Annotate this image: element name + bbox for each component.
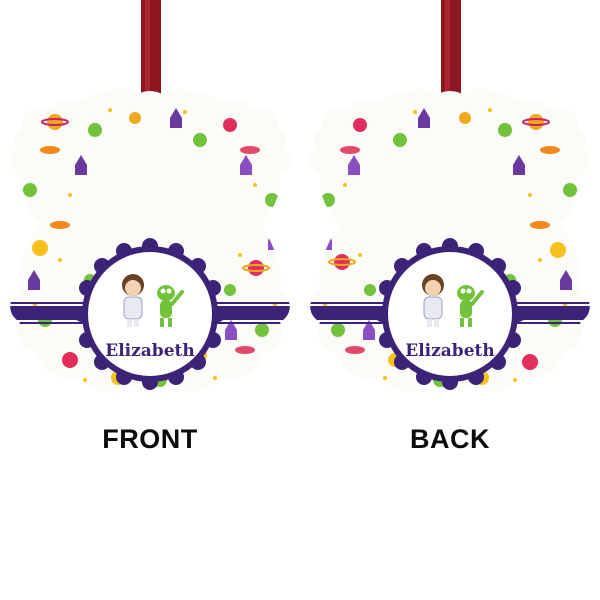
ufo-icon [345, 346, 365, 354]
ufo-icon [50, 221, 70, 229]
rocket-icon [170, 108, 182, 128]
alien-icon [498, 123, 512, 137]
planet-icon [522, 354, 538, 370]
rocket-icon [560, 270, 572, 290]
ufo-icon [530, 221, 550, 229]
front-label: FRONT [102, 424, 198, 454]
rocket-icon [75, 155, 87, 175]
personalized-name: Elizabeth [105, 341, 194, 361]
planet-icon [248, 260, 264, 276]
planet-icon [47, 114, 63, 130]
alien-icon [563, 183, 577, 197]
ufo-icon [40, 146, 60, 154]
planet-ring [328, 258, 356, 266]
ufo-icon [340, 146, 360, 154]
planet-ring [522, 118, 550, 126]
ufo-icon [235, 346, 255, 354]
alien-icon [88, 123, 102, 137]
name-medallion: Elizabeth [74, 238, 226, 390]
back-label: BACK [410, 424, 490, 454]
alien-icon [393, 133, 407, 147]
alien-friend-icon [457, 285, 484, 327]
alien-icon [255, 323, 269, 337]
name-medallion: Elizabeth [374, 238, 526, 390]
rocket-icon [225, 320, 237, 340]
planet-icon [129, 112, 141, 124]
rocket-icon [28, 270, 40, 290]
ribbon-highlight [445, 0, 450, 110]
planet-icon [334, 254, 350, 270]
rocket-icon [240, 155, 252, 175]
front-ornament: Elizabeth [8, 0, 292, 392]
planet-icon [550, 242, 566, 258]
astronaut-girl-icon [122, 274, 144, 327]
alien-friend-icon [157, 285, 184, 327]
space-pattern [23, 108, 280, 387]
ufo-icon [540, 146, 560, 154]
planet-icon [223, 118, 237, 132]
personalized-name: Elizabeth [405, 341, 494, 361]
alien-icon [331, 323, 345, 337]
rocket-icon [418, 108, 430, 128]
planet-ring [242, 264, 270, 272]
alien-icon [224, 284, 236, 296]
planet-icon [62, 352, 78, 368]
back-panel: Elizabeth BACK [300, 0, 600, 600]
planet-ring [41, 118, 69, 126]
back-ornament: Elizabeth [308, 0, 592, 392]
alien-icon [321, 193, 335, 207]
alien-icon [23, 183, 37, 197]
ufo-icon [240, 146, 260, 154]
rocket-icon [513, 155, 525, 175]
ribbon-highlight [145, 0, 150, 110]
planet-icon [353, 118, 367, 132]
planet-icon [528, 114, 544, 130]
front-panel: Elizabeth FRONT [8, 0, 292, 454]
rocket-icon [348, 155, 360, 175]
alien-icon [265, 193, 279, 207]
astronaut-girl-icon [422, 274, 444, 327]
planet-icon [459, 112, 471, 124]
alien-icon [193, 133, 207, 147]
rocket-icon [320, 230, 332, 250]
planet-icon [32, 240, 48, 256]
rocket-icon [268, 230, 280, 250]
alien-icon [364, 284, 376, 296]
rocket-icon [363, 320, 375, 340]
